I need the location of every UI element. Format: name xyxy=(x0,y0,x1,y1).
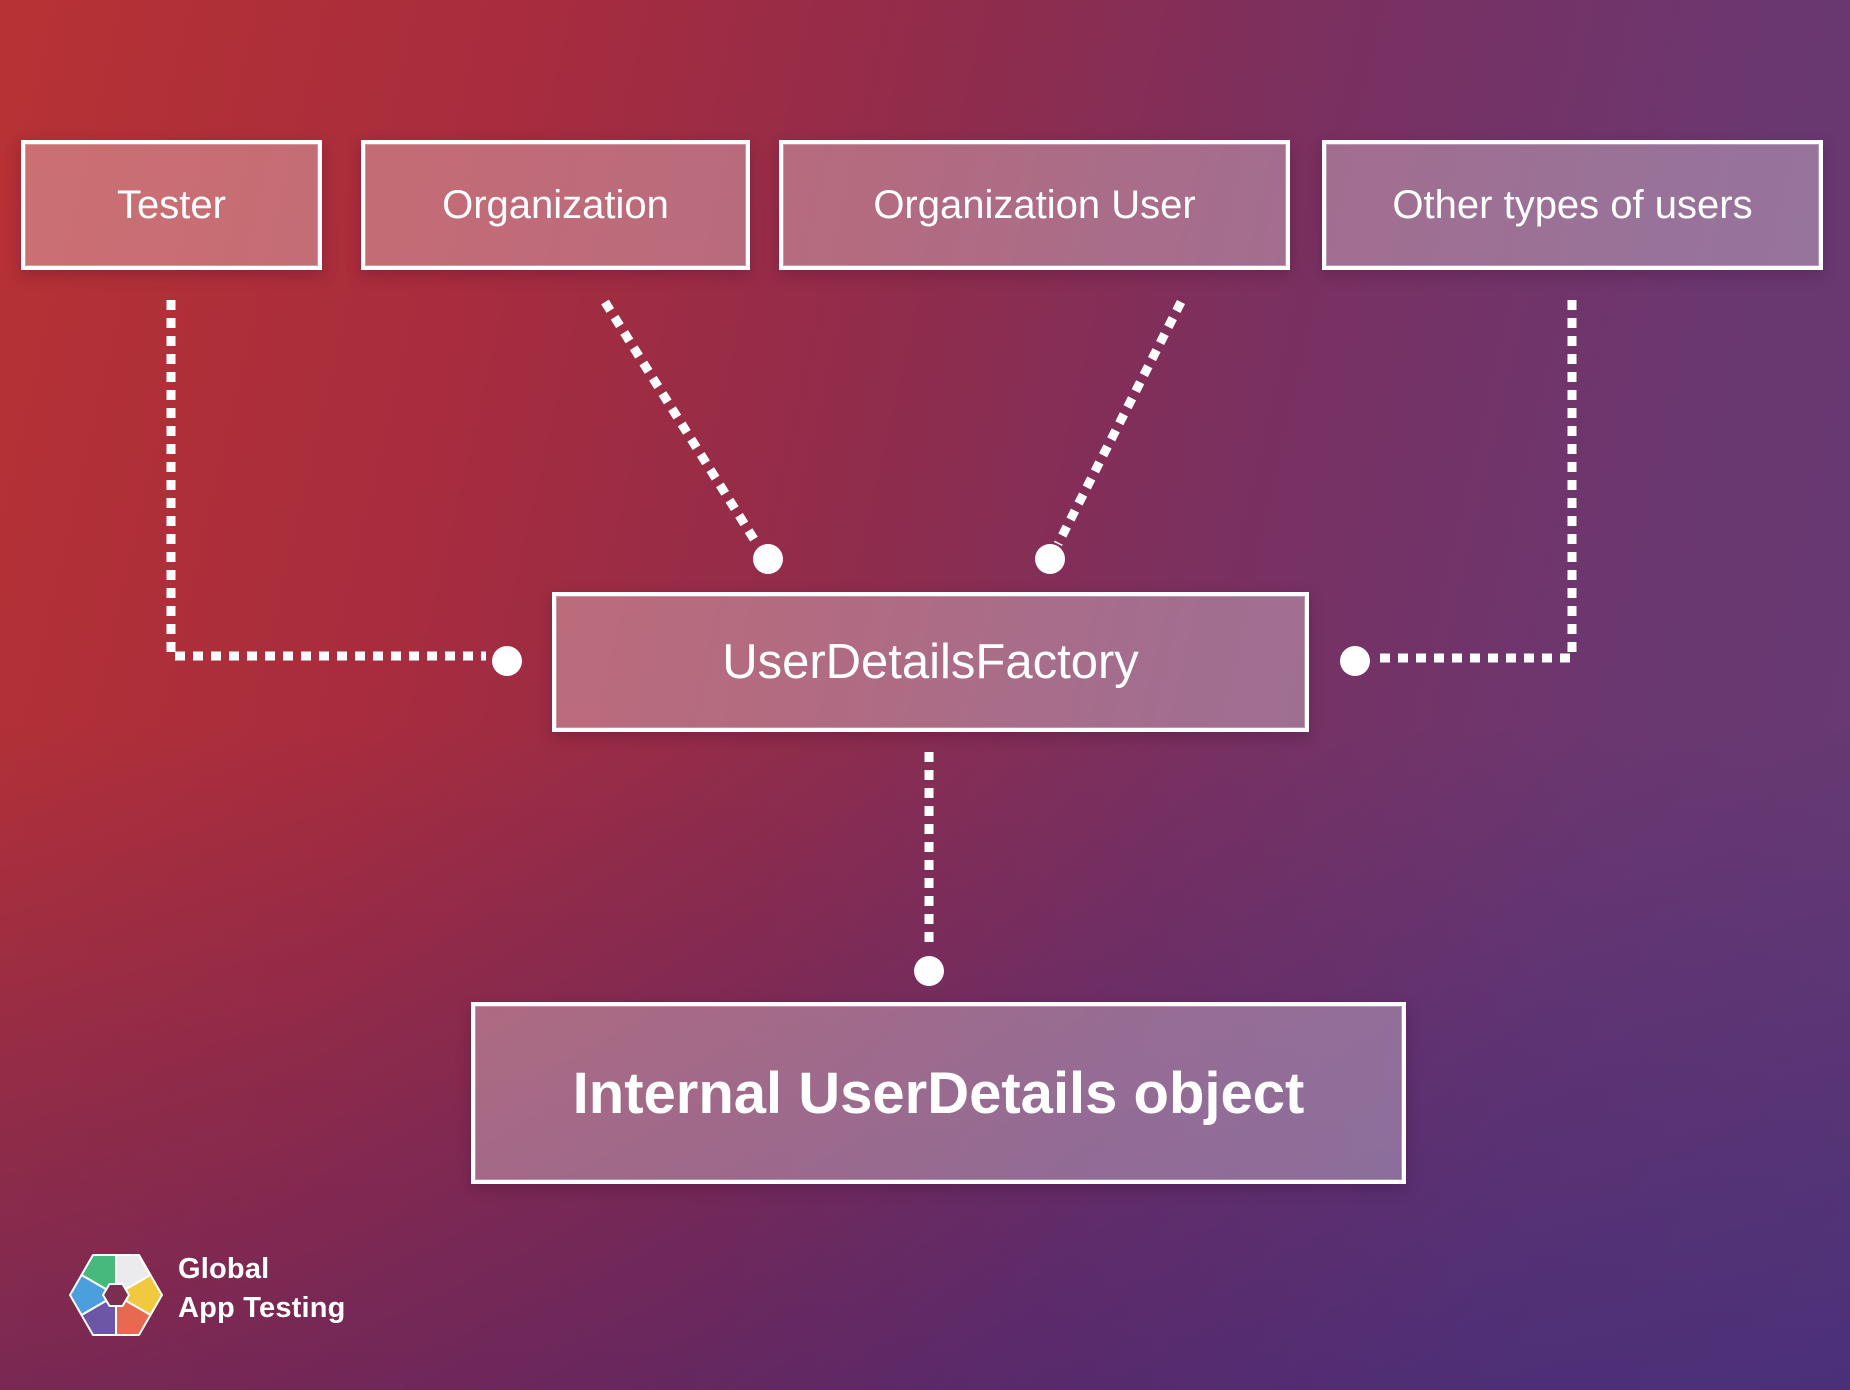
node-other-user-types: Other types of users xyxy=(1322,140,1823,270)
connector-other-to-factory xyxy=(1374,300,1577,663)
node-internal-userdetails-object: Internal UserDetails object xyxy=(471,1002,1406,1184)
connector-organization-to-factory xyxy=(601,299,761,547)
node-internal-userdetails-object-label: Internal UserDetails object xyxy=(572,1060,1305,1126)
node-organization-user-label: Organization User xyxy=(873,182,1196,227)
logo-text-line1: Global xyxy=(178,1253,270,1285)
node-userdetailsfactory-label: UserDetailsFactory xyxy=(722,635,1139,689)
node-organization-user: Organization User xyxy=(779,140,1290,270)
connector-endpoint-dot xyxy=(1035,544,1065,574)
connector-endpoint-dot xyxy=(753,544,783,574)
connector-endpoint-dot xyxy=(914,956,944,986)
node-userdetailsfactory: UserDetailsFactory xyxy=(552,592,1309,732)
node-other-user-types-label: Other types of users xyxy=(1392,182,1753,227)
node-tester: Tester xyxy=(21,140,322,270)
logo-center-hole xyxy=(102,1283,130,1307)
connector-endpoint-dot xyxy=(492,646,522,676)
node-organization-label: Organization xyxy=(442,182,669,227)
connector-tester-to-factory xyxy=(166,300,486,661)
global-app-testing-logo-icon xyxy=(69,1254,163,1336)
global-app-testing-logo-text: Global App Testing xyxy=(178,1250,346,1328)
node-organization: Organization xyxy=(361,140,750,270)
logo-text-line2: App Testing xyxy=(178,1292,346,1324)
logo-face-blue xyxy=(69,1274,117,1316)
connector-endpoint-dot xyxy=(1340,646,1370,676)
node-tester-label: Tester xyxy=(117,182,226,227)
connector-orguser-to-factory xyxy=(1053,299,1186,547)
